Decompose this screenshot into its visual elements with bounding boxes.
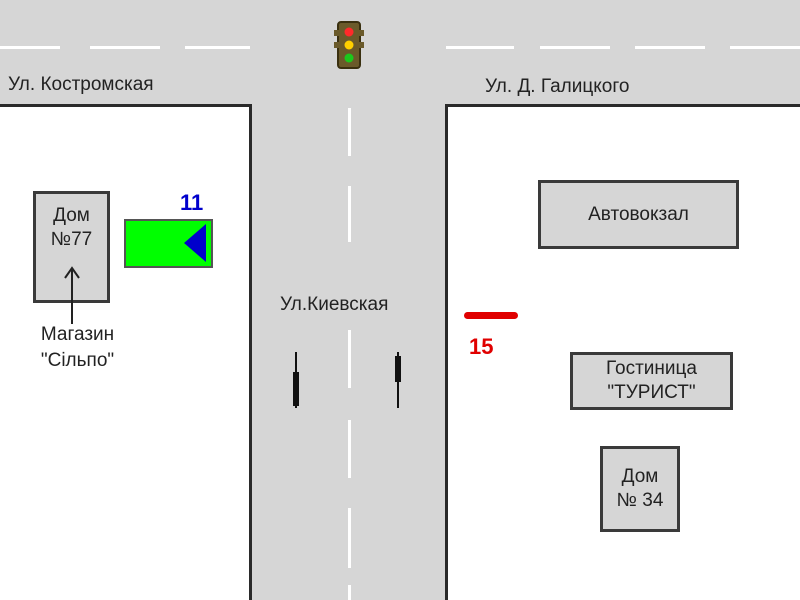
street-label-galitskogo: Ул. Д. Галицкого — [485, 76, 630, 97]
street-label-kostromskaya: Ул. Костромская — [8, 74, 154, 95]
lane-dash — [0, 46, 60, 49]
building-label-line: "ТУРИСТ" — [607, 382, 696, 403]
lane-dash — [348, 508, 351, 568]
road-edge-vertical-right — [445, 104, 448, 600]
lane-dash — [348, 330, 351, 388]
lane-dash — [348, 108, 351, 156]
lane-dash — [540, 46, 610, 49]
building-house-34: Дом № 34 — [600, 446, 680, 532]
lane-dash — [348, 420, 351, 478]
lane-dash — [90, 46, 160, 49]
shop-label-line: Магазин — [40, 324, 115, 345]
lane-dash — [635, 46, 705, 49]
vehicle-right — [392, 350, 404, 410]
shop-label: Магазин "Сільпо" — [30, 322, 125, 374]
road-edge-right-bottom — [446, 104, 800, 107]
shop-label-line: "Сільпо" — [40, 350, 115, 371]
vehicle-left — [290, 350, 302, 410]
traffic-light-icon — [334, 20, 364, 70]
building-label: Автовокзал — [588, 203, 689, 225]
street-label-kievskaya: Ул.Киевская — [280, 294, 389, 315]
stop-number-label: 15 — [469, 334, 494, 359]
car-number-label: 11 — [180, 190, 204, 215]
lane-dash — [730, 46, 800, 49]
building-label-line: Гостиница — [606, 358, 697, 379]
car-marker — [124, 219, 213, 268]
building-bus-station: Автовокзал — [538, 180, 739, 249]
lane-dash — [446, 46, 514, 49]
up-arrow-icon — [62, 266, 82, 326]
lane-dash — [348, 585, 351, 600]
stop-line — [464, 312, 518, 319]
lane-dash — [348, 186, 351, 242]
road-edge-left-bottom — [0, 104, 251, 107]
building-label-line: №77 — [50, 229, 93, 250]
vertical-road — [251, 0, 446, 600]
road-edge-vertical-left — [249, 104, 252, 600]
left-arrow-icon — [184, 224, 206, 262]
building-hotel: Гостиница "ТУРИСТ" — [570, 352, 733, 410]
building-label-line: Дом — [621, 466, 659, 487]
building-label-line: Дом — [53, 205, 90, 226]
lane-dash — [185, 46, 250, 49]
building-label-line: № 34 — [616, 490, 664, 511]
